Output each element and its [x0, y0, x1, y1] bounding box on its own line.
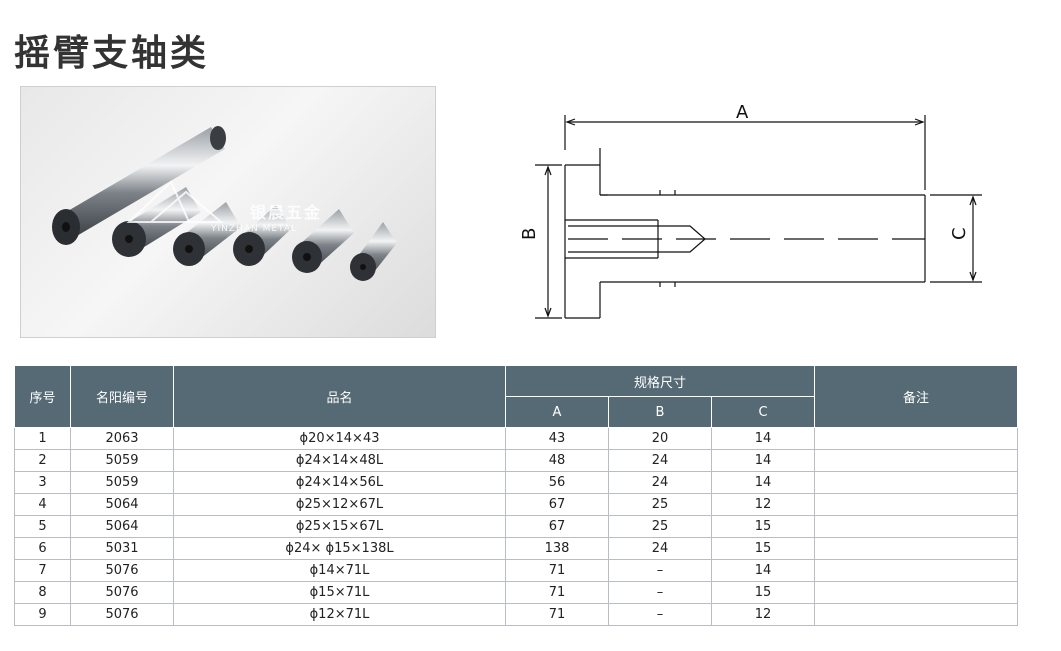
- cell-c: 15: [711, 515, 815, 538]
- cell-name: ϕ12×71L: [173, 603, 506, 626]
- cell-index: 2: [14, 449, 71, 472]
- logo-subtext: YINZHAN METAL: [211, 224, 297, 234]
- cell-index: 8: [14, 581, 71, 604]
- cell-name: ϕ24× ϕ15×138L: [173, 537, 506, 560]
- product-photo: 银晨五金 YINZHAN METAL: [20, 86, 436, 338]
- table-subheader-row: A B C: [15, 396, 1018, 428]
- cell-a: 71: [505, 581, 609, 604]
- table-header-row: 序号 名阳编号 品名 规格尺寸 备注: [14, 365, 1018, 428]
- technical-drawing: A B C: [520, 102, 982, 319]
- cell-code: 5076: [70, 581, 174, 604]
- header-name: 品名: [173, 365, 506, 428]
- header-a: A: [505, 396, 609, 428]
- cell-b: –: [608, 581, 712, 604]
- dimension-b-label: B: [520, 228, 540, 240]
- cell-b: 25: [608, 493, 712, 516]
- cell-c: 15: [711, 581, 815, 604]
- cell-c: 14: [711, 449, 815, 472]
- cell-c: 12: [711, 493, 815, 516]
- cell-name: ϕ24×14×56L: [173, 471, 506, 494]
- cell-a: 67: [505, 515, 609, 538]
- header-code: 名阳编号: [70, 365, 174, 428]
- cell-name: ϕ24×14×48L: [173, 449, 506, 472]
- cell-index: 3: [14, 471, 71, 494]
- header-spec: 规格尺寸: [505, 365, 815, 397]
- cell-a: 43: [505, 427, 609, 450]
- cell-code: 5064: [70, 515, 174, 538]
- cell-c: 12: [711, 603, 815, 626]
- cell-a: 71: [505, 603, 609, 626]
- cell-c: 14: [711, 559, 815, 582]
- cell-remark: [814, 515, 1018, 538]
- cell-name: ϕ20×14×43: [173, 427, 506, 450]
- cell-name: ϕ25×15×67L: [173, 515, 506, 538]
- cell-a: 48: [505, 449, 609, 472]
- cell-code: 5059: [70, 449, 174, 472]
- cell-index: 6: [14, 537, 71, 560]
- cell-b: –: [608, 559, 712, 582]
- cell-b: 25: [608, 515, 712, 538]
- cell-name: ϕ15×71L: [173, 581, 506, 604]
- cell-a: 56: [505, 471, 609, 494]
- dimension-a-label: A: [736, 102, 749, 123]
- header-index: 序号: [14, 365, 71, 428]
- cell-c: 14: [711, 427, 815, 450]
- cell-code: 5059: [70, 471, 174, 494]
- cell-b: 24: [608, 449, 712, 472]
- cell-index: 7: [14, 559, 71, 582]
- cell-c: 15: [711, 537, 815, 560]
- cell-b: –: [608, 603, 712, 626]
- cell-remark: [814, 493, 1018, 516]
- logo-mark-icon: [126, 180, 224, 223]
- cell-remark: [814, 427, 1018, 450]
- cell-remark: [814, 471, 1018, 494]
- short-pins-image: [112, 187, 397, 281]
- cell-index: 4: [14, 493, 71, 516]
- cell-a: 67: [505, 493, 609, 516]
- cell-index: 9: [14, 603, 71, 626]
- cell-code: 2063: [70, 427, 174, 450]
- cell-a: 71: [505, 559, 609, 582]
- cell-remark: [814, 559, 1018, 582]
- header-b: B: [608, 396, 712, 428]
- cell-remark: [814, 603, 1018, 626]
- cell-remark: [814, 581, 1018, 604]
- cell-code: 5076: [70, 603, 174, 626]
- cell-index: 1: [14, 427, 71, 450]
- cell-index: 5: [14, 515, 71, 538]
- cell-remark: [814, 537, 1018, 560]
- cell-b: 20: [608, 427, 712, 450]
- dimension-c-label: C: [949, 227, 970, 240]
- cell-b: 24: [608, 537, 712, 560]
- cell-code: 5076: [70, 559, 174, 582]
- cell-b: 24: [608, 471, 712, 494]
- cell-a: 138: [505, 537, 609, 560]
- page-title: 摇臂支轴类: [14, 33, 210, 74]
- long-pin-image: [52, 126, 226, 245]
- cell-remark: [814, 449, 1018, 472]
- cell-c: 14: [711, 471, 815, 494]
- cell-code: 5031: [70, 537, 174, 560]
- header-c: C: [711, 396, 815, 428]
- cell-name: ϕ25×12×67L: [173, 493, 506, 516]
- logo-text: 银晨五金: [250, 203, 323, 222]
- header-remark: 备注: [814, 365, 1018, 428]
- cell-name: ϕ14×71L: [173, 559, 506, 582]
- cell-code: 5064: [70, 493, 174, 516]
